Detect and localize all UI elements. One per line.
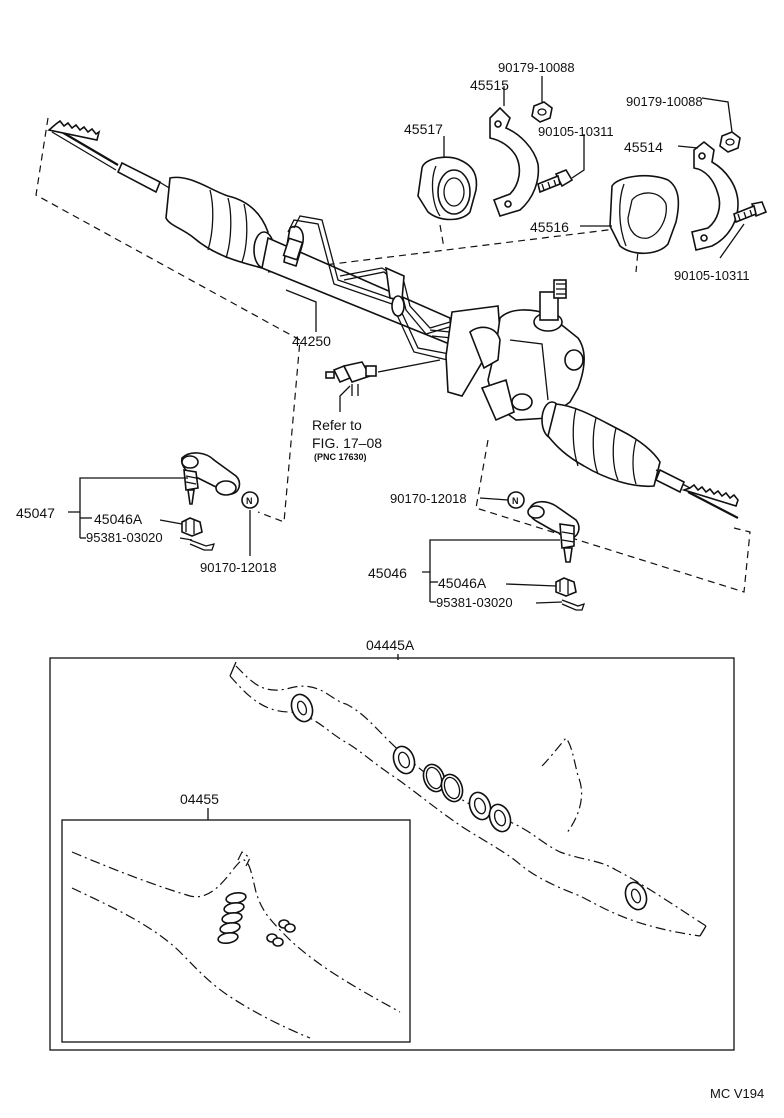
leader-lines-upper <box>285 76 745 412</box>
refer-to-line1: Refer to <box>312 417 362 433</box>
reference-box-left <box>35 117 301 523</box>
label-90105-mid: 90105-10311 <box>538 124 614 139</box>
label-45047: 45047 <box>16 505 55 521</box>
castle-nut-45046A-right <box>555 577 577 597</box>
label-45046A-right: 45046A <box>438 575 487 591</box>
kit-box-04455 <box>61 808 411 1043</box>
seal-5 <box>624 881 648 911</box>
part-labels: 90179-10088 45515 45517 90105-10311 9017… <box>16 60 764 1101</box>
bolt-90105-mid <box>537 169 574 194</box>
diagram-code: MC V194 <box>710 1086 764 1101</box>
left-tie-rod <box>47 119 177 194</box>
sensor-plug <box>325 359 441 396</box>
reference-line-insulators <box>267 225 641 273</box>
gear-housing <box>445 279 585 422</box>
bracket-45514 <box>691 140 739 251</box>
insulator-45517 <box>417 156 478 221</box>
label-45515: 45515 <box>470 77 509 93</box>
label-45517: 45517 <box>404 121 443 137</box>
reference-line-45517 <box>439 224 445 249</box>
cotter-pin-95381-right <box>561 599 586 611</box>
label-90105-right: 90105-10311 <box>674 268 750 283</box>
kit-box-04445A <box>49 654 735 1051</box>
label-44250: 44250 <box>292 333 331 349</box>
label-45046A-left: 45046A <box>94 511 143 527</box>
cotter-pin-95381-left <box>189 539 215 551</box>
insulator-45516 <box>609 174 680 255</box>
seal-2 <box>392 745 416 775</box>
nut-letter-right: N <box>512 496 519 506</box>
o-ring-1 <box>422 763 446 793</box>
nut-90179-top <box>531 101 553 123</box>
reference-box-right <box>475 439 751 593</box>
rack-housing <box>261 225 453 347</box>
refer-to-line2: FIG. 17–08 <box>312 435 382 451</box>
bolt-90105-right <box>733 201 768 224</box>
tie-rod-end-45046 <box>527 500 580 563</box>
label-95381-right: 95381-03020 <box>436 595 513 610</box>
nut-90170-right: N <box>507 491 525 509</box>
tie-rod-end-45047 <box>180 452 241 505</box>
label-90179-right: 90179-10088 <box>626 94 703 109</box>
o-ring-2 <box>440 773 464 803</box>
seal-1 <box>290 693 314 723</box>
nut-letter-left: N <box>246 496 253 506</box>
label-04445A: 04445A <box>366 637 415 653</box>
castle-nut-45046A-left <box>181 517 203 537</box>
nut-90179-right <box>719 131 741 153</box>
right-boot <box>541 401 661 488</box>
label-95381-left: 95381-03020 <box>86 530 163 545</box>
seal-4 <box>488 803 512 833</box>
seal-3 <box>468 791 492 821</box>
small-plugs <box>266 919 296 947</box>
label-04455: 04455 <box>180 791 219 807</box>
bracket-45515 <box>489 106 540 217</box>
nut-90170-left: N <box>241 491 259 509</box>
right-tie-rod <box>654 468 739 519</box>
label-90170-right: 90170-12018 <box>390 491 467 506</box>
label-90179-top: 90179-10088 <box>498 60 575 75</box>
left-boot <box>165 176 275 270</box>
label-45046: 45046 <box>368 565 407 581</box>
leader-lines-lower <box>68 477 563 604</box>
label-90170-left: 90170-12018 <box>200 560 277 575</box>
spring-coil <box>217 891 247 945</box>
refer-to-line3: (PNC 17630) <box>314 452 367 462</box>
label-45514: 45514 <box>624 139 663 155</box>
rack-silhouette <box>235 665 707 927</box>
label-45516: 45516 <box>530 219 569 235</box>
